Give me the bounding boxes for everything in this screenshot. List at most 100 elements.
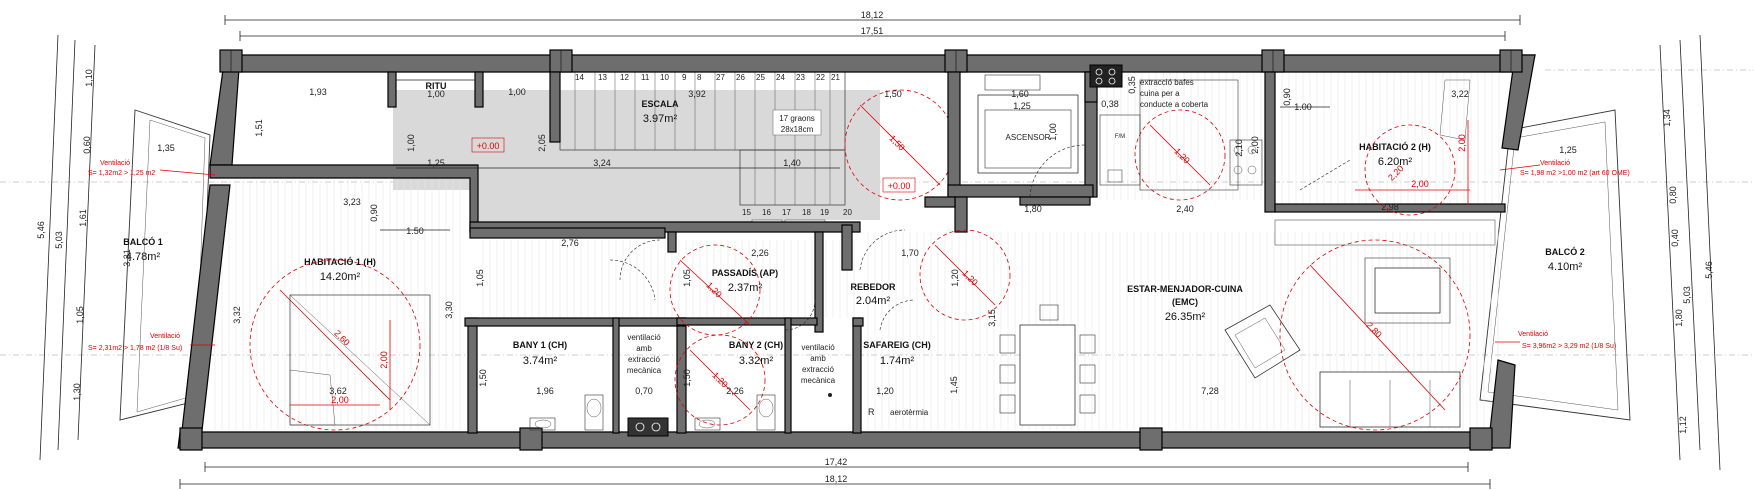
balcony-1-name: BALCÓ 1 (123, 236, 163, 247)
ventilation-notes: Ventilació S= 1,98 m2 >1,00 m2 (art 60 O… (88, 160, 1630, 352)
safareig-area: 1.74m² (880, 355, 915, 367)
interior-walls (209, 71, 1506, 434)
dim-100a: 1,00 (427, 89, 445, 99)
bedroom-1: HABITACIÓ 1 (H) 14.20m² 2,00 2,00 2,60 (249, 256, 431, 431)
ritu-room: RITU 1,00 (396, 79, 475, 99)
bany-2-name: BANY 2 (CH) (729, 340, 783, 350)
dim-330: 3,30 (444, 301, 454, 319)
exterior-walls (177, 49, 1536, 451)
inner-dimensions: 1,93 1,00 3,92 1,50 1,60 3,22 1,51 1,00 … (232, 87, 1469, 396)
dim-728: 7,28 (1201, 386, 1219, 396)
elevator-label: ASCENSOR (1006, 133, 1051, 142)
step-17: 17 (782, 208, 791, 217)
step-12: 12 (620, 73, 629, 82)
balcony-2-area: 4.10m² (1548, 261, 1583, 273)
dim-150d: 1,50 (682, 369, 692, 387)
dim-196: 1,96 (536, 386, 554, 396)
dim-322: 3,22 (1451, 89, 1469, 99)
bany-1-name: BANY 1 (CH) (513, 340, 567, 350)
dim-right-503: 5,03 (1682, 286, 1692, 304)
dim-226: 2,26 (751, 248, 769, 258)
dim-125c: 1,25 (1559, 145, 1577, 155)
dim-100c: 1,00 (1048, 123, 1058, 141)
dim-205: 2,05 (537, 134, 547, 152)
dim-120a: 1,20 (1172, 146, 1191, 165)
top-dimensions: 18,12 17,51 (224, 10, 1521, 41)
dim-070: 0,70 (635, 386, 653, 396)
vent-hab2-value: S= 1,98 m2 >1,00 m2 (art 60 OME) (1520, 170, 1630, 177)
aerotermia-label: aerotèrmia (890, 408, 929, 417)
bedroom-1-area: 14.20m² (320, 271, 361, 283)
dim-260: 2,60 (332, 328, 351, 347)
vent-hab2-title: Ventilació (1540, 160, 1570, 167)
dim-240: 2,40 (1176, 204, 1194, 214)
dim-total-bottom: 18,12 (825, 474, 848, 484)
dim-125b: 1,25 (427, 158, 445, 168)
dim-105: 1,05 (475, 269, 485, 287)
balcony-1-area: 4.78m² (126, 251, 161, 263)
vent-hab1-title: Ventilació (150, 333, 180, 340)
vent-balco1-value: S= 1,32m2 > 1,25 m2 (88, 170, 155, 177)
dim-right-180: 1,80 (1674, 309, 1684, 327)
dim-392: 3,92 (688, 89, 706, 99)
emc-area: 26.35m² (1165, 311, 1206, 323)
dim-160: 1,60 (1011, 89, 1029, 99)
step-26: 26 (736, 73, 745, 82)
emc-name-1: ESTAR-MENJADOR-CUINA (1127, 284, 1243, 294)
vent-note-1-line-3: extracció (628, 355, 661, 364)
kitchen-fittings: 0,35 extracció bafes cuina per a conduct… (1089, 64, 1263, 201)
doors (609, 144, 1086, 331)
bedroom-2-name: HABITACIÓ 2 (H) (1359, 141, 1431, 152)
dim-inner-top: 17,51 (861, 26, 884, 36)
dim-left-060: 0,60 (82, 136, 92, 154)
step-13: 13 (598, 73, 607, 82)
aerotermia-r: R (868, 407, 875, 417)
dim-331: 3,31 (122, 249, 132, 267)
step-18: 18 (802, 208, 811, 217)
dim-135: 1,35 (157, 143, 175, 153)
dim-100d: 1.00 (1294, 102, 1312, 112)
step-11: 11 (641, 73, 650, 82)
dim-200b: 2,00 (1457, 134, 1467, 152)
dim-right-040: 0,40 (1670, 229, 1680, 247)
dim-left-110: 1,10 (84, 69, 94, 87)
right-dimensions: 1,34 0,80 0,40 1,80 1,12 5,03 5,46 (1659, 34, 1721, 471)
dim-324: 3,24 (593, 158, 611, 168)
step-20: 20 (843, 208, 852, 217)
vent-note-2-line-3: extracció (802, 365, 835, 374)
dim-100b: 1,00 (508, 87, 526, 97)
dim-200c: 2,00 (1411, 179, 1429, 189)
dim-120b: 1,20 (950, 269, 960, 287)
ritu-name: RITU (426, 81, 447, 91)
graons-count: 17 graons (779, 114, 815, 123)
dim-125: 1,25 (1013, 101, 1031, 111)
bany-2-area: 3.32m² (739, 355, 774, 367)
safareig-name: SAFAREIG (CH) (863, 340, 931, 350)
dim-left-130: 1,30 (72, 383, 82, 401)
step-22: 22 (816, 73, 825, 82)
dim-038: 0,38 (1101, 99, 1119, 109)
dim-180: 1,80 (1024, 204, 1042, 214)
dim-120e: 1,20 (876, 386, 894, 396)
vent-hab1-value: S= 2,31m2 > 1,78 m2 (1/8 Su) (88, 345, 182, 352)
dim-total-top: 18,12 (861, 10, 884, 20)
step-8: 8 (697, 73, 702, 82)
dim-332: 3,32 (232, 306, 242, 324)
extraction-note-2: cuina per a (1140, 89, 1180, 98)
dim-right-546: 5,46 (1704, 261, 1714, 279)
dim-left-546: 5,46 (36, 221, 46, 239)
dim-226b: 2,26 (726, 386, 744, 396)
graons-size: 28x18cm (781, 125, 814, 134)
vent-note-2-line-2: amb (810, 354, 826, 363)
dim-150a: 1,50 (884, 89, 902, 99)
dim-120d: 1,20 (960, 268, 979, 287)
bedroom-2-area: 6.20m² (1378, 156, 1413, 168)
stair-area: 14 13 12 11 10 9 8 27 26 25 24 23 22 21 … (393, 69, 880, 231)
vent-note-1-line-4: mecànica (627, 366, 662, 375)
step-23: 23 (796, 73, 805, 82)
step-25: 25 (756, 73, 765, 82)
emc-name-2: (EMC) (1172, 297, 1198, 307)
fm-label: F/M (1115, 134, 1125, 140)
dim-right-080: 0,80 (1668, 186, 1678, 204)
